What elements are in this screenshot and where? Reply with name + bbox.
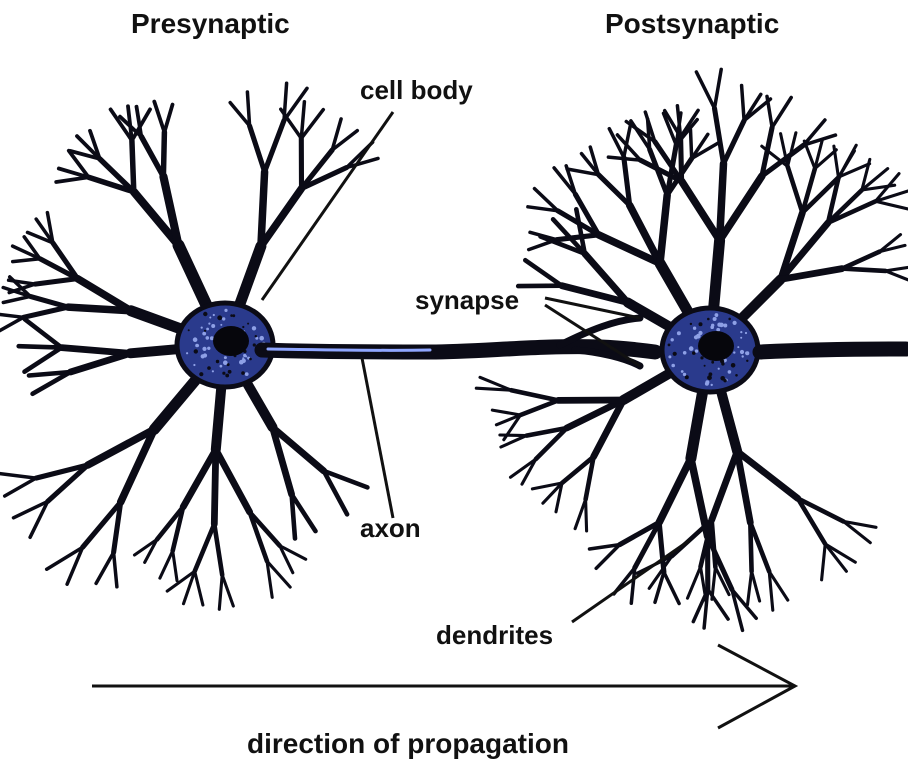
- synapse-label: synapse: [415, 285, 519, 316]
- presynaptic-label: Presynaptic: [131, 8, 290, 40]
- postsynaptic-label: Postsynaptic: [605, 8, 779, 40]
- axon-pointer: [362, 358, 393, 518]
- cell-body-label: cell body: [360, 75, 473, 106]
- axon-label: axon: [360, 513, 421, 544]
- cell-body-pointer: [262, 112, 393, 300]
- direction-label: direction of propagation: [247, 728, 569, 760]
- dendrites-pointer: [572, 540, 690, 622]
- direction-arrow: [92, 645, 795, 728]
- dendrites-label: dendrites: [436, 620, 553, 651]
